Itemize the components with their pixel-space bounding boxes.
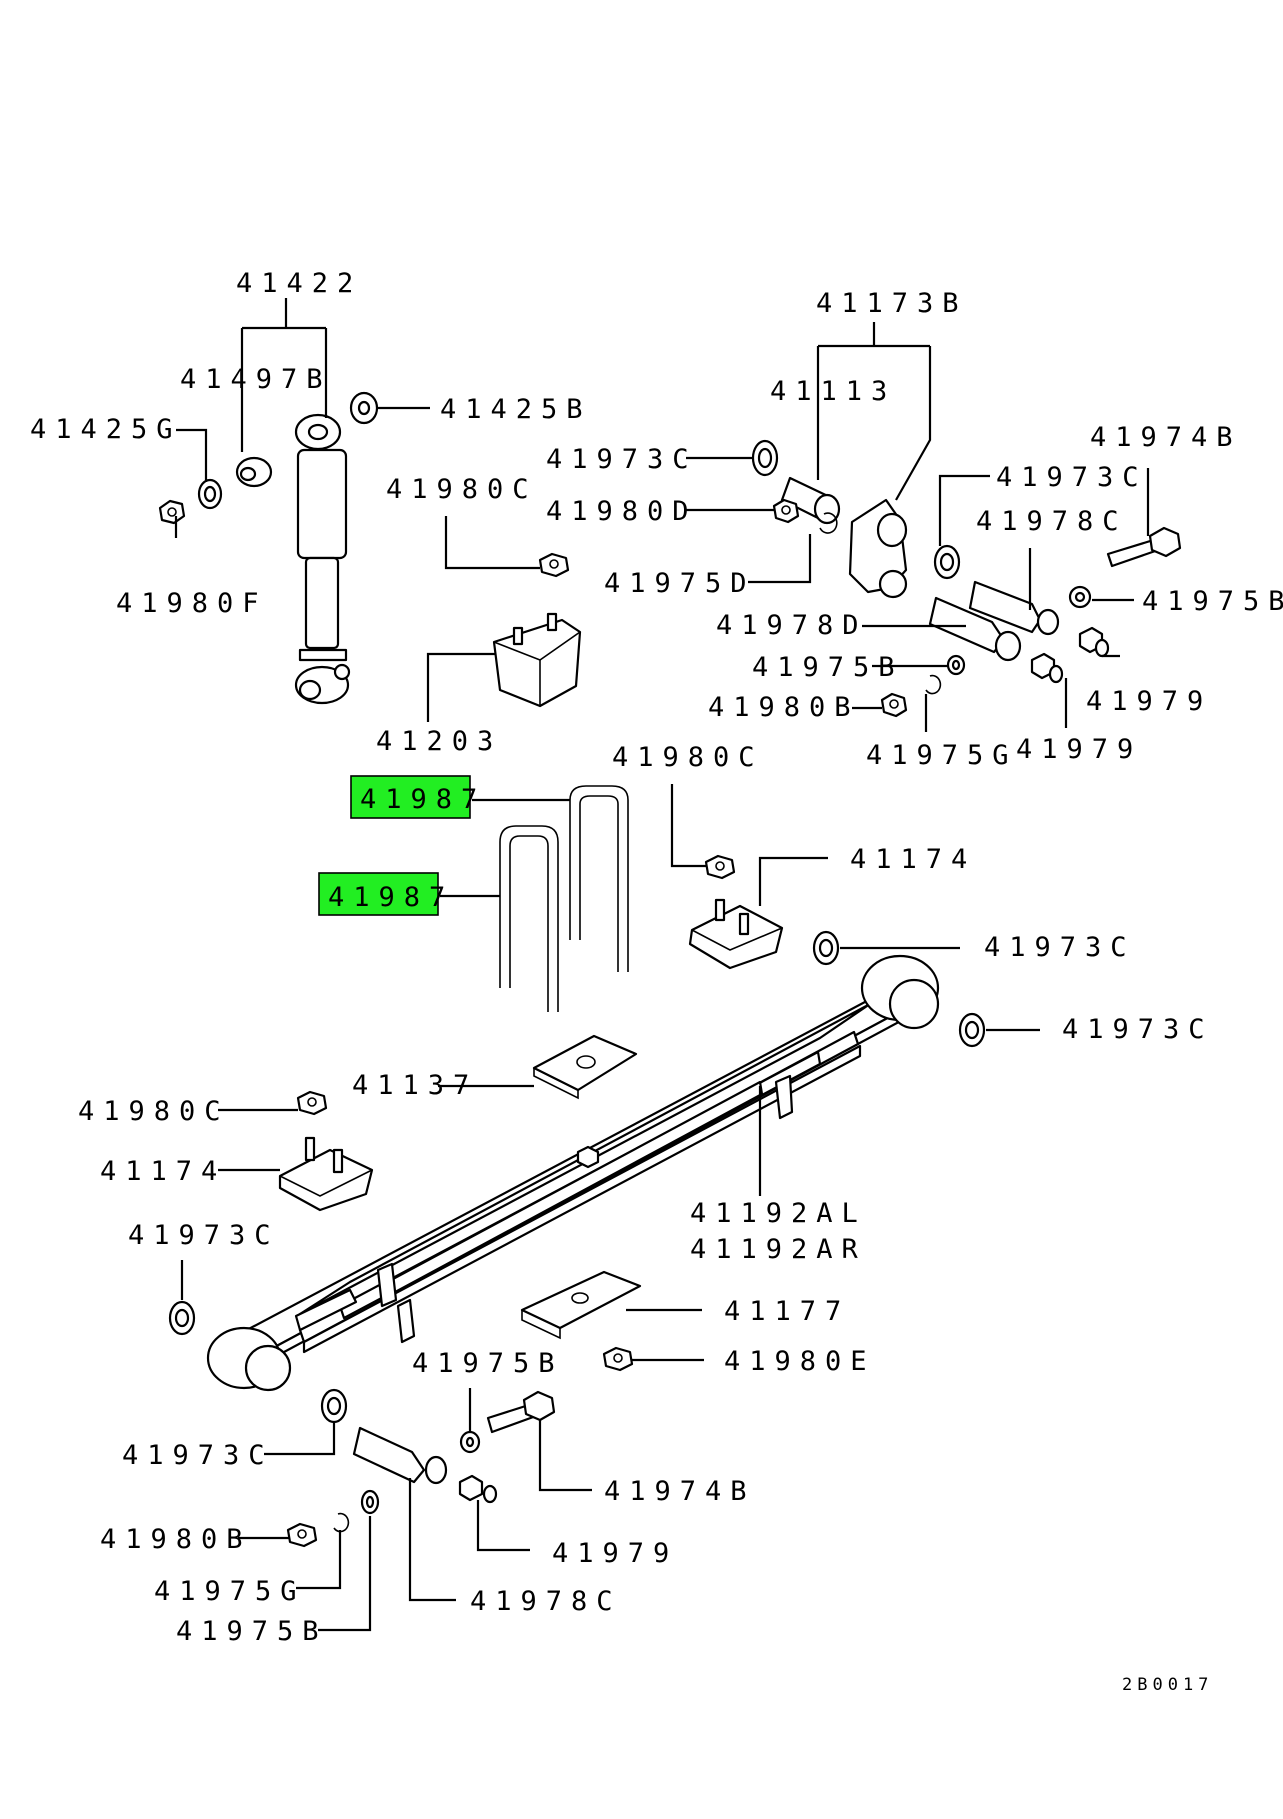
- shock-absorber-part: [294, 413, 351, 705]
- spring-seat-41174-b-part: [278, 1136, 374, 1212]
- label-41137[interactable]: 41137: [352, 1070, 478, 1101]
- nut-41980e-part: [602, 1346, 634, 1372]
- washer-41973c-f-part: [320, 1388, 348, 1424]
- washer-41975b-c-part: [459, 1430, 481, 1454]
- label-41973c-a[interactable]: 41973C: [546, 444, 698, 475]
- label-41425g[interactable]: 41425G: [30, 414, 182, 445]
- label-41975b-b[interactable]: 41975B: [752, 652, 904, 683]
- washer-41973c-a-part: [751, 439, 779, 477]
- washer-41973c-c-part: [812, 930, 840, 966]
- nut-41980b-a-part: [880, 692, 908, 718]
- label-41174-b[interactable]: 41174: [100, 1156, 226, 1187]
- nut-41980f-part: [158, 499, 186, 525]
- label-41980c-b[interactable]: 41980C: [612, 742, 764, 773]
- pin-41978d-part: [928, 596, 1022, 662]
- label-41975d[interactable]: 41975D: [604, 568, 756, 599]
- leaf-spring-41192-part: [206, 954, 940, 1392]
- label-41422[interactable]: 41422: [236, 268, 362, 299]
- label-41980b-b[interactable]: 41980B: [100, 1524, 252, 1555]
- circlip-41975g-a-part: [925, 674, 942, 695]
- washer-41973c-e-part: [168, 1300, 196, 1336]
- label-41980d[interactable]: 41980D: [546, 496, 698, 527]
- bushing-41425b-part: [349, 391, 379, 425]
- shackle-pin-41113-part: [780, 476, 841, 525]
- label-41978d[interactable]: 41978D: [716, 610, 868, 641]
- label-41113[interactable]: 41113: [770, 376, 896, 407]
- label-41980c-a[interactable]: 41980C: [386, 474, 538, 505]
- part-labels: 41422 41497B 41425G 41425B 41980F 41980C…: [30, 268, 1283, 1695]
- nut-41980d-part: [772, 498, 800, 524]
- label-41177[interactable]: 41177: [724, 1296, 850, 1327]
- label-41192ar[interactable]: 41192AR: [690, 1234, 867, 1265]
- label-41979-c[interactable]: 41979: [552, 1538, 678, 1569]
- circlip-41975g-b-part: [333, 1512, 350, 1533]
- washer-41425g-part: [197, 478, 223, 510]
- label-41978c-b[interactable]: 41978C: [470, 1586, 622, 1617]
- label-41192al[interactable]: 41192AL: [690, 1198, 867, 1229]
- diagram-code: 2B0017: [1122, 1675, 1213, 1695]
- pin-41978c-b-part: [352, 1426, 448, 1485]
- grease-nipple-41979-a-part: [1078, 626, 1110, 658]
- washer-41975b-a-part: [1068, 585, 1092, 609]
- label-41975b-a[interactable]: 41975B: [1142, 586, 1283, 617]
- pin-41978c-a-part: [968, 580, 1060, 636]
- bushing-41497b-part: [235, 456, 273, 488]
- label-41987-a: 41987: [360, 784, 486, 815]
- label-41974b-b[interactable]: 41974B: [604, 1476, 756, 1507]
- label-41979-a[interactable]: 41979: [1086, 686, 1212, 717]
- highlight-box-41987-a[interactable]: [350, 775, 471, 819]
- label-41973c-f[interactable]: 41973C: [122, 1440, 274, 1471]
- washer-41975b-d-part: [360, 1489, 380, 1515]
- label-41980e[interactable]: 41980E: [724, 1346, 876, 1377]
- nut-41980c-c-part: [296, 1090, 328, 1116]
- label-41980f[interactable]: 41980F: [116, 588, 268, 619]
- label-41975b-d[interactable]: 41975B: [176, 1616, 328, 1647]
- clamp-plate-41137-part: [532, 1034, 638, 1100]
- label-41975g-a[interactable]: 41975G: [866, 740, 1018, 771]
- label-41973c-d[interactable]: 41973C: [1062, 1014, 1214, 1045]
- washer-41975b-b-part: [946, 654, 966, 676]
- nut-41980b-b-part: [286, 1522, 318, 1548]
- label-41973c-b[interactable]: 41973C: [996, 462, 1148, 493]
- label-41975g-b[interactable]: 41975G: [154, 1576, 306, 1607]
- label-41979-b[interactable]: 41979: [1016, 734, 1142, 765]
- label-41974b-a[interactable]: 41974B: [1090, 422, 1242, 453]
- label-41497b[interactable]: 41497B: [180, 364, 332, 395]
- grease-nipple-41979-c-part: [458, 1474, 498, 1504]
- washer-41973c-d-part: [958, 1012, 986, 1048]
- label-41975b-c[interactable]: 41975B: [412, 1348, 564, 1379]
- label-41203[interactable]: 41203: [376, 726, 502, 757]
- label-41973c-e[interactable]: 41973C: [128, 1220, 280, 1251]
- label-41980c-c[interactable]: 41980C: [78, 1096, 230, 1127]
- label-41980b-a[interactable]: 41980B: [708, 692, 860, 723]
- spring-seat-41174-a-part: [688, 898, 784, 970]
- nut-41980c-a-part: [538, 552, 570, 578]
- u-bolt-41987-b-part: [499, 825, 559, 1012]
- grease-nipple-41979-b-part: [1030, 652, 1064, 684]
- label-41425b[interactable]: 41425B: [440, 394, 592, 425]
- label-41987-b: 41987: [328, 882, 454, 913]
- bolt-41974b-a-part: [1106, 526, 1182, 568]
- nut-41980c-b-part: [704, 854, 736, 880]
- label-41978c-a[interactable]: 41978C: [976, 506, 1128, 537]
- circlip-41975d-part: [819, 512, 838, 534]
- pad-41177-part: [520, 1270, 642, 1340]
- label-41173b[interactable]: 41173B: [816, 288, 968, 319]
- label-41973c-c[interactable]: 41973C: [984, 932, 1136, 963]
- u-bolt-41987-a-part: [569, 785, 629, 972]
- leader-lines: [174, 298, 1150, 1632]
- bumper-41203-part: [492, 612, 582, 708]
- washer-41973c-b-part: [933, 544, 961, 580]
- highlight-box-41987-b[interactable]: [318, 872, 439, 916]
- label-41174-a[interactable]: 41174: [850, 844, 976, 875]
- shackle-bracket-part: [848, 498, 908, 599]
- bolt-41974b-b-part: [486, 1390, 556, 1434]
